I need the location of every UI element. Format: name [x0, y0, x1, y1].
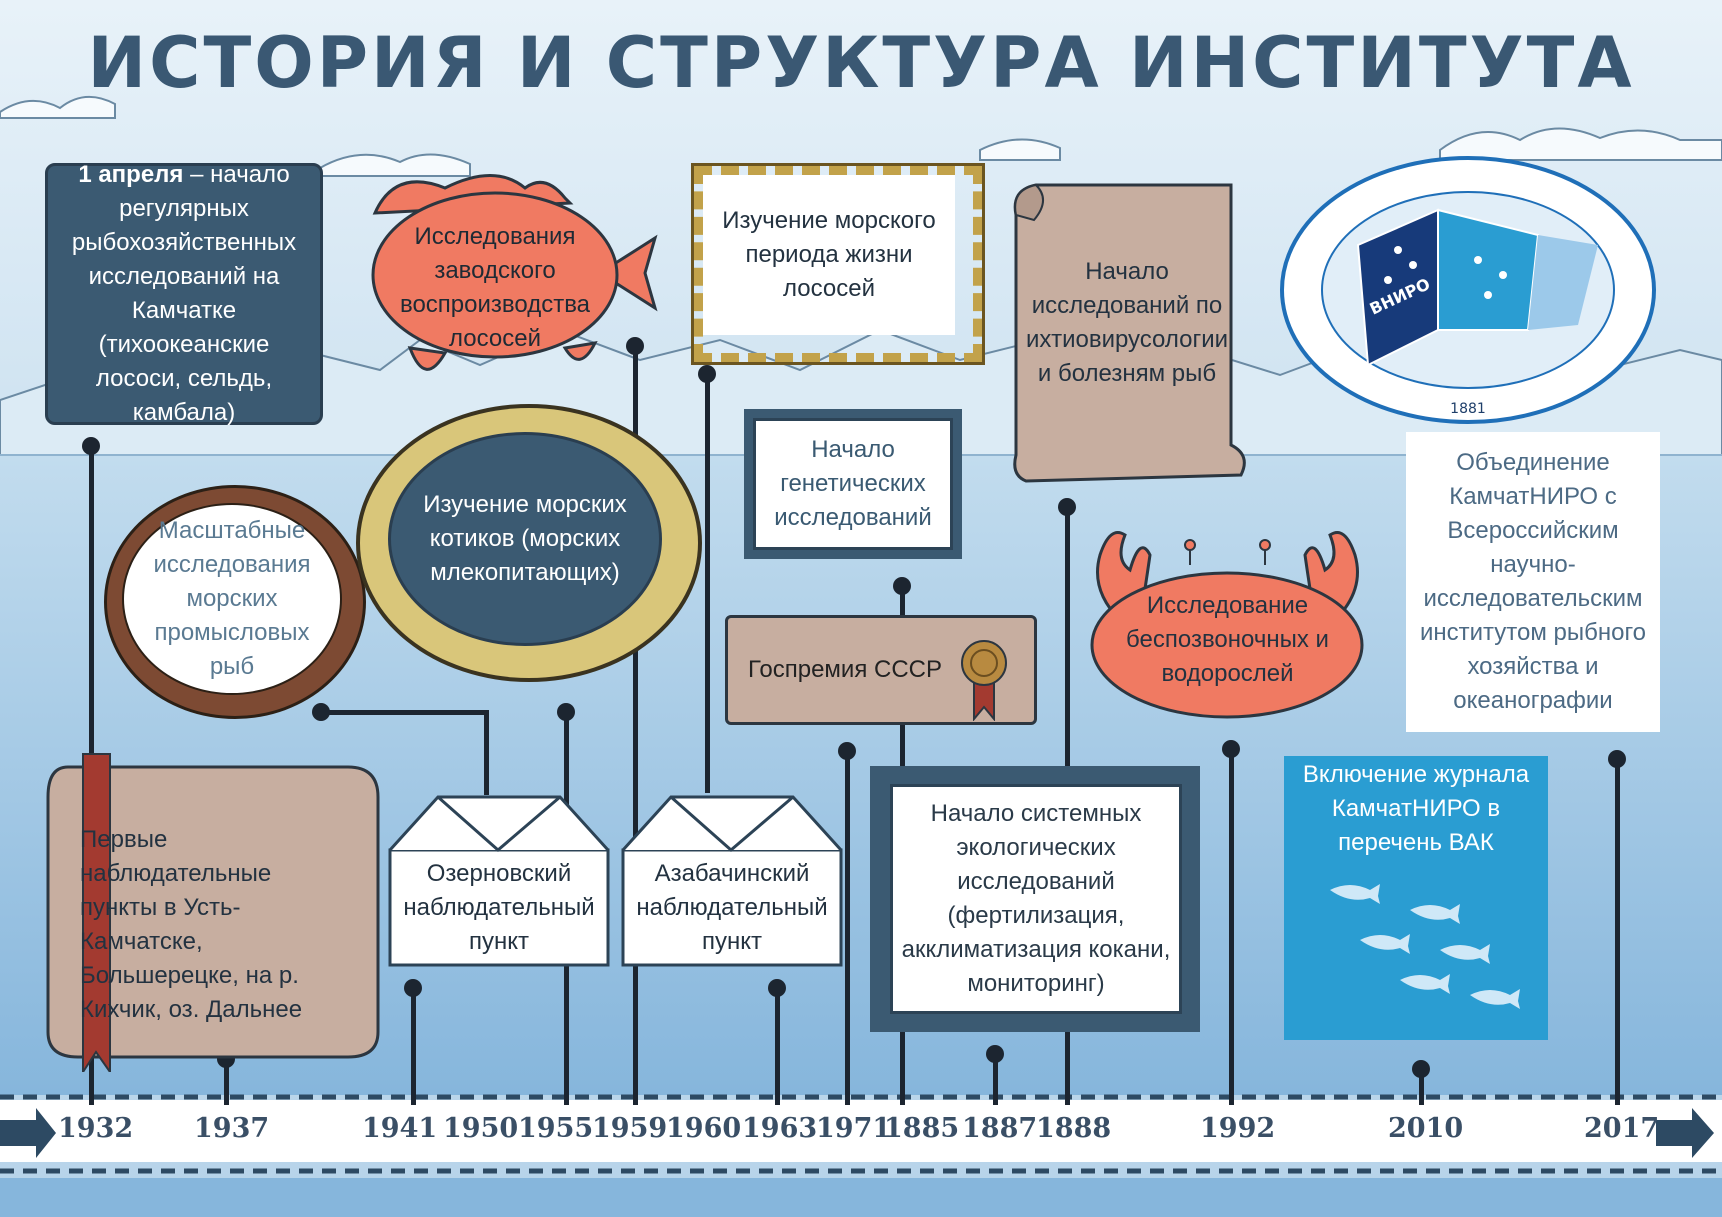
connector-1992	[1229, 748, 1234, 1105]
event-2010-box: Включение журнала КамчатНИРО в перечень …	[1284, 756, 1548, 1040]
chain-frame-1960	[691, 163, 985, 365]
dot-1885	[893, 577, 911, 595]
event-1888-text: Начало исследований по ихтиовирусологии …	[1025, 257, 1229, 387]
scroll-1937	[46, 753, 380, 1072]
year-2010: 2010	[1388, 1113, 1464, 1144]
timeline-band	[0, 1100, 1722, 1162]
page-title: ИСТОРИЯ И СТРУКТУРА ИНСТИТУТА	[87, 22, 1635, 104]
connector-1887	[993, 1053, 998, 1105]
year-1888: 1888	[1036, 1113, 1112, 1144]
event-2017-box: Объединение КамчатНИРО с Всероссийским н…	[1406, 432, 1660, 732]
event-1932-text: – начало регулярных рыбохозяйственных ис…	[71, 161, 297, 426]
event-2017-text: Объединение КамчатНИРО с Всероссийским н…	[1419, 449, 1647, 714]
event-1937-text: Первые наблюдательные пункты в Усть-Камч…	[80, 826, 303, 1023]
dot-2017	[1608, 750, 1626, 768]
vniro-logo: ВНИРО 1881	[1280, 156, 1656, 424]
year-1932: 1932	[58, 1113, 134, 1144]
year-1941: 1941	[362, 1113, 438, 1144]
connector-1963	[775, 987, 780, 1105]
event-1955-text: Изучение морских котиков (морских млекоп…	[423, 491, 627, 586]
year-1992: 1992	[1200, 1113, 1276, 1144]
event-1888-box: Начало исследований по ихтиовирусологии …	[1020, 230, 1234, 415]
dot-1941	[312, 703, 330, 721]
event-1887-box: Начало системных экологических исследова…	[890, 784, 1182, 1014]
dot-1887	[986, 1045, 1004, 1063]
event-1932-box: 1 апреля – начало регулярных рыбохозяйст…	[45, 161, 323, 426]
event-1992-box: Исследование беспозвоночных и водорослей	[1100, 585, 1355, 695]
event-1959-box: Исследования заводского воспроизводства …	[385, 215, 605, 360]
fish-1959	[371, 174, 658, 371]
connector-2017	[1615, 758, 1620, 1105]
dot-1955	[557, 703, 575, 721]
connector-1937	[224, 1058, 229, 1105]
envelope-1950	[388, 795, 610, 967]
dot-1963	[768, 979, 786, 997]
year-1971: 1971	[816, 1113, 892, 1144]
year-1937: 1937	[194, 1113, 270, 1144]
year-1887: 1887	[962, 1113, 1038, 1144]
event-1955-box: Изучение морских котиков (морских млекоп…	[388, 432, 662, 646]
logo-year: 1881	[1450, 401, 1486, 417]
crab-1992	[1090, 531, 1364, 719]
year-1950: 1950	[443, 1113, 519, 1144]
event-1885-box: Начало генетических исследований	[744, 409, 962, 559]
event-1950-text: Озерновский наблюдательный пункт	[403, 859, 595, 955]
event-1887-text: Начало системных экологических исследова…	[901, 800, 1171, 997]
event-1960-text: Изучение морского периода жизни лососей	[722, 207, 936, 302]
dot-2010	[1412, 1060, 1430, 1078]
event-1941-box: Масштабные исследования морских промысло…	[122, 503, 342, 695]
event-1885-text: Начало генетических исследований	[774, 436, 932, 531]
year-1963: 1963	[742, 1113, 818, 1144]
event-1941-text: Масштабные исследования морских промысло…	[153, 517, 311, 680]
year-2017: 2017	[1584, 1113, 1660, 1144]
year-1959: 1959	[592, 1113, 668, 1144]
year-1885: 1885	[884, 1113, 960, 1144]
event-1950-box: Озерновский наблюдательный пункт	[398, 850, 600, 965]
dot-1932	[82, 437, 100, 455]
wax-seal-icon	[961, 640, 1007, 721]
dot-1992	[1222, 740, 1240, 758]
connector-2010	[1419, 1068, 1424, 1105]
event-1960-box: Изучение морского периода жизни лососей	[703, 175, 955, 335]
dot-1888	[1058, 498, 1076, 516]
connector-1971	[845, 750, 850, 1105]
dot-1960	[698, 365, 716, 383]
event-1959-text: Исследования заводского воспроизводства …	[399, 222, 591, 352]
event-1937-box: Первые наблюдательные пункты в Усть-Камч…	[80, 820, 350, 1030]
event-1971-text: Госпремия СССР	[748, 656, 943, 683]
event-2010-text: Включение журнала КамчатНИРО в перечень …	[1302, 761, 1530, 856]
clouds	[0, 96, 1722, 177]
dot-1950	[404, 979, 422, 997]
event-1932-date: 1 апреля	[78, 161, 184, 188]
dot-1959	[626, 337, 644, 355]
connector-1941	[484, 710, 489, 795]
envelope-1963	[621, 795, 843, 967]
dot-1971	[838, 742, 856, 760]
arrow-right-icon	[1656, 1108, 1714, 1158]
fish-school-icon	[1330, 884, 1520, 1009]
event-1992-text: Исследование беспозвоночных и водорослей	[1126, 592, 1329, 687]
arrow-left-icon	[0, 1108, 56, 1158]
event-1963-box: Азабачинский наблюдательный пункт	[631, 850, 833, 965]
year-1960: 1960	[666, 1113, 742, 1144]
connector-1941-h	[320, 710, 486, 715]
scroll-1888	[1013, 183, 1246, 483]
event-1963-text: Азабачинский наблюдательный пункт	[636, 859, 828, 955]
year-1955: 1955	[518, 1113, 594, 1144]
connector-1960	[705, 373, 710, 793]
connector-1950	[411, 987, 416, 1105]
connector-1959	[633, 345, 638, 1105]
